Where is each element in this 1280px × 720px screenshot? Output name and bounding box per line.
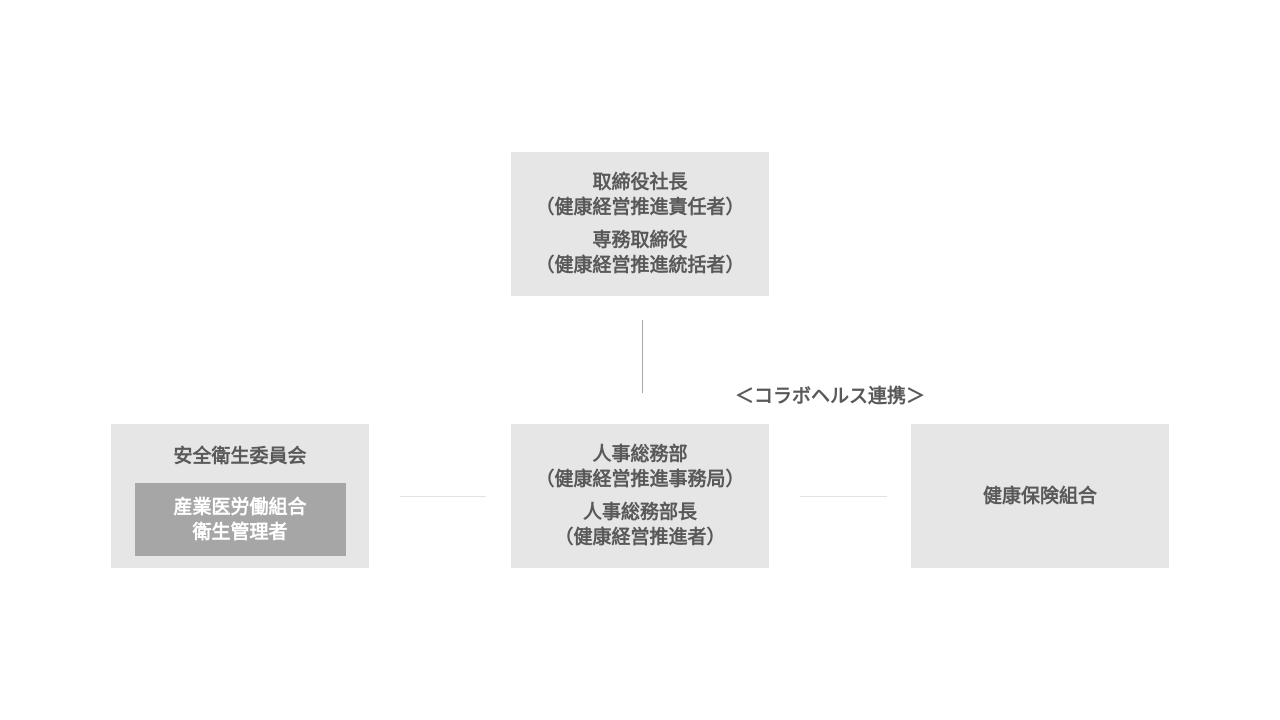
top-line2: （健康経営推進責任者） (535, 196, 745, 218)
vertical-connector (642, 320, 643, 393)
health-insurance-title: 健康保険組合 (982, 484, 1097, 507)
left-connector (400, 496, 486, 497)
center-line4: （健康経営推進者） (554, 526, 726, 548)
top-executive-box: 取締役社長 （健康経営推進責任者） 専務取締役 （健康経営推進統括者） (511, 152, 769, 296)
inner-line2: 衛生管理者 (192, 520, 288, 543)
health-insurance-box: 健康保険組合 (911, 424, 1169, 568)
safety-committee-title: 安全衛生委員会 (173, 445, 307, 467)
center-line3: 人事総務部長 (582, 501, 697, 523)
safety-committee-box: 安全衛生委員会 産業医労働組合 衛生管理者 (111, 424, 369, 568)
top-line4: （健康経営推進統括者） (535, 254, 745, 276)
inner-members-box: 産業医労働組合 衛生管理者 (134, 483, 346, 556)
inner-line1: 産業医労働組合 (173, 495, 307, 518)
right-connector (800, 496, 887, 497)
center-line1: 人事総務部 (592, 443, 688, 465)
collab-label: ＜コラボヘルス連携＞ (735, 385, 926, 407)
center-line2: （健康経営推進事務局） (535, 468, 745, 490)
top-line3: 専務取締役 (592, 229, 688, 251)
hr-department-box: 人事総務部 （健康経営推進事務局） 人事総務部長 （健康経営推進者） (511, 424, 769, 568)
top-line1: 取締役社長 (592, 171, 688, 193)
